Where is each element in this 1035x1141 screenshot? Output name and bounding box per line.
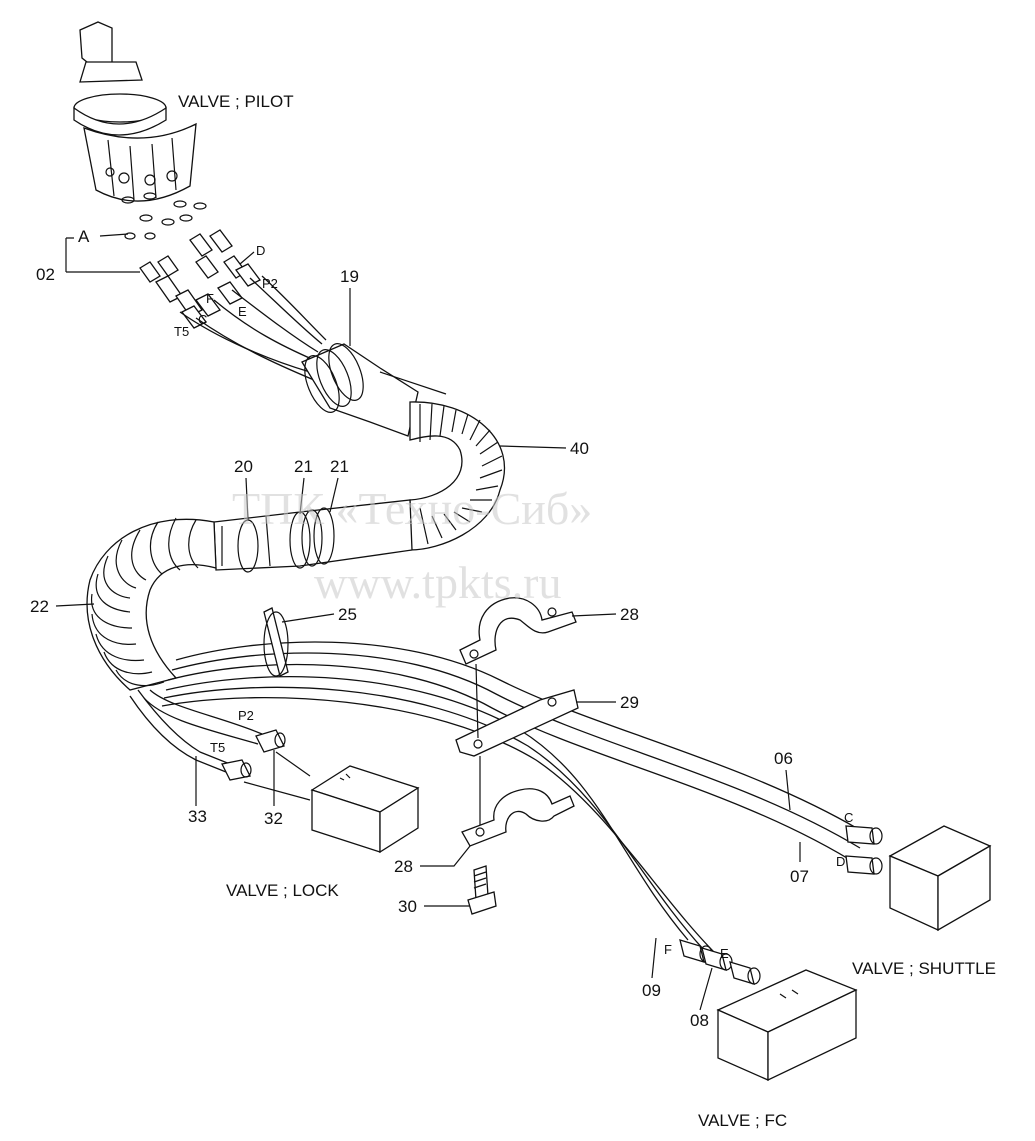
valve-pilot-drawing xyxy=(73,21,207,240)
watermark-line-1: ТПК «Техно-Сиб» xyxy=(232,483,592,534)
elbow-fittings-cluster xyxy=(139,229,261,329)
upper-hose-bundle xyxy=(179,275,327,381)
fc-fittings xyxy=(679,939,761,985)
callout-40: 40 xyxy=(570,439,589,458)
port-label-T5-lock: T5 xyxy=(210,740,225,755)
valve-lock-block xyxy=(310,765,420,854)
valve-shuttle-block xyxy=(888,825,992,932)
callout-20: 20 xyxy=(234,457,253,476)
callout-21-a: 21 xyxy=(294,457,313,476)
callout-02: 02 xyxy=(36,265,55,284)
callout-30: 30 xyxy=(398,897,417,916)
callout-09: 09 xyxy=(642,981,661,1000)
callout-07: 07 xyxy=(790,867,809,886)
callout-33: 33 xyxy=(188,807,207,826)
valve-fc-label: VALVE ; FC xyxy=(698,1111,787,1130)
valve-fc-block xyxy=(716,969,858,1082)
shuttle-fittings xyxy=(845,825,883,875)
callout-21-b: 21 xyxy=(330,457,349,476)
port-label-D-shuttle: D xyxy=(836,854,845,869)
valve-lock-label: VALVE ; LOCK xyxy=(226,881,339,900)
callout-25: 25 xyxy=(338,605,357,624)
bolt-30 xyxy=(467,865,497,915)
clamp-25 xyxy=(263,607,289,677)
port-label-D-top: D xyxy=(256,243,265,258)
port-label-P2-lock: P2 xyxy=(238,708,254,723)
port-label-A: A xyxy=(78,227,90,246)
lock-fittings xyxy=(221,729,286,781)
clamp-28-lower xyxy=(461,788,575,847)
port-label-F-top: F xyxy=(206,291,214,306)
callout-08: 08 xyxy=(690,1011,709,1030)
port-label-E-top: E xyxy=(238,304,247,319)
port-label-C-top: C xyxy=(198,312,207,327)
spiral-guard-22 xyxy=(86,517,217,691)
corrugated-hose-40 xyxy=(409,401,506,551)
callout-06: 06 xyxy=(774,749,793,768)
watermark-line-2: www.tpkts.ru xyxy=(314,557,561,608)
port-label-C-shuttle: C xyxy=(844,810,853,825)
callout-22: 22 xyxy=(30,597,49,616)
callout-32: 32 xyxy=(264,809,283,828)
callout-29: 29 xyxy=(620,693,639,712)
valve-shuttle-label: VALVE ; SHUTTLE xyxy=(852,959,996,978)
clamp-28-upper xyxy=(459,597,577,665)
lower-hose-bundle xyxy=(129,641,861,961)
bracket-29 xyxy=(455,689,579,757)
callout-28-upper: 28 xyxy=(620,605,639,624)
port-label-F-fc: F xyxy=(664,942,672,957)
valve-pilot-label: VALVE ; PILOT xyxy=(178,92,294,111)
callout-28-lower: 28 xyxy=(394,857,413,876)
port-label-T5-top: T5 xyxy=(174,324,189,339)
callout-19: 19 xyxy=(340,267,359,286)
port-label-E-fc: E xyxy=(720,946,729,961)
callout-bracket-02 xyxy=(65,233,140,273)
